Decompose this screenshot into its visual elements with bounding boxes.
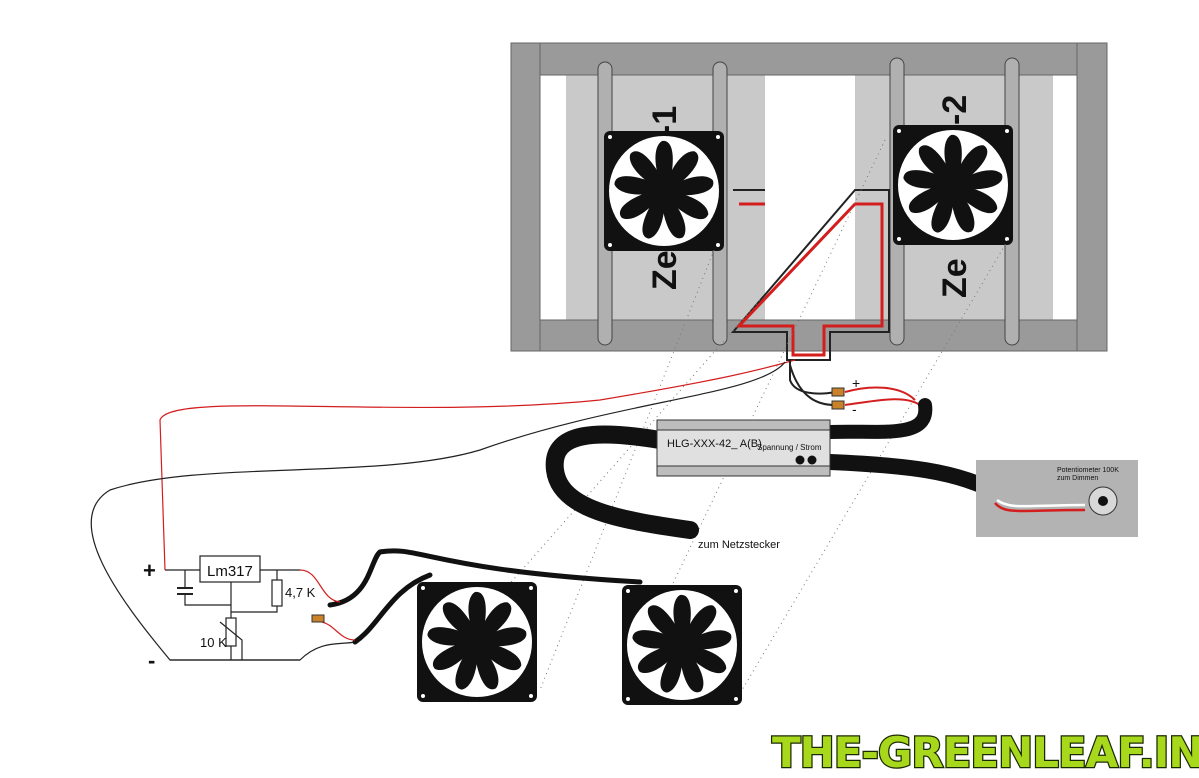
light-frame xyxy=(510,42,1108,352)
potentiometer-knob-icon xyxy=(1098,496,1108,506)
lamp-label-1-bottom: Ze xyxy=(646,250,684,290)
lamp-label-2-top: -2 xyxy=(936,95,974,125)
potentiometer-label: Potentiometer 100K xyxy=(1057,467,1119,474)
fan-connector xyxy=(311,614,325,623)
led-driver: HLG-XXX-42_ A(B) Spannung / Strom xyxy=(656,419,831,477)
internal-red-wire xyxy=(735,202,884,357)
site-logo: THE-GREENLEAF.IN xyxy=(772,728,1199,777)
regulator-chip-label: Lm317 xyxy=(207,563,253,580)
fan-top-right xyxy=(893,125,1013,245)
potentiometer-box: Potentiometer 100K zum Dimmen xyxy=(976,460,1138,537)
red-supply-wire xyxy=(159,359,796,571)
projection-lines xyxy=(415,139,1009,691)
minus-label: - xyxy=(148,648,155,673)
lamp-label-2-bottom: Ze xyxy=(936,258,974,298)
lm317-circuit xyxy=(165,555,356,661)
resistor-label: 4,7 K xyxy=(285,585,316,600)
adjust-knob-icon xyxy=(807,455,817,465)
fan-bottom-right xyxy=(622,585,742,705)
fan-top-left xyxy=(604,131,724,251)
trimmer-label: 10 K xyxy=(200,635,227,650)
connector-plus xyxy=(831,387,845,397)
internal-black-wire xyxy=(730,189,890,361)
terminal-minus-label: - xyxy=(852,401,857,417)
adjust-knob-icon xyxy=(795,455,805,465)
terminal-plus-label: + xyxy=(852,375,860,391)
fan-bottom-left xyxy=(417,582,537,702)
potentiometer-sublabel: zum Dimmen xyxy=(1057,475,1098,482)
driver-adjust-label: Spannung / Strom xyxy=(757,443,822,452)
connector-minus xyxy=(831,400,845,410)
plus-label: + xyxy=(143,558,156,583)
black-supply-wire xyxy=(90,361,786,661)
mains-label: zum Netzstecker xyxy=(698,539,780,551)
driver-model: HLG-XXX-42_ A(B) xyxy=(667,438,762,450)
